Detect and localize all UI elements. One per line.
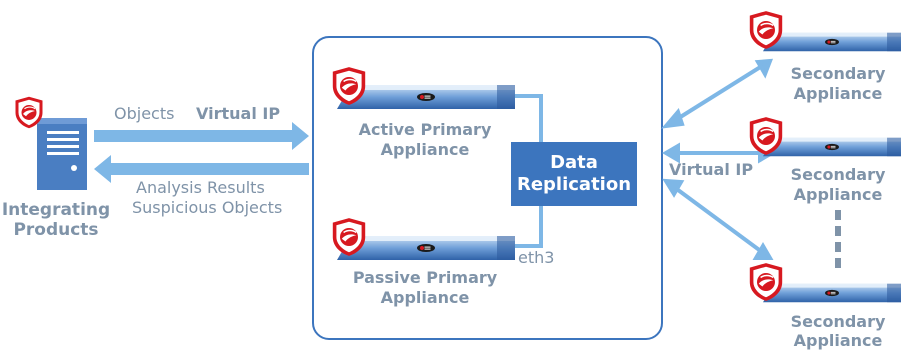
- results-arrow: [94, 155, 309, 183]
- data-replication-box: Data Replication: [511, 142, 637, 206]
- secondary-appliance-label: Secondary Appliance: [791, 165, 886, 205]
- active-primary-line2: Appliance: [380, 140, 470, 159]
- passive-primary-line1: Passive Primary: [352, 268, 498, 287]
- suspicious-objects-label: Suspicious Objects: [132, 198, 283, 217]
- virtual-ip-label-right: Virtual IP: [669, 160, 754, 179]
- objects-arrow: [94, 122, 309, 150]
- secondary-line2: Appliance: [793, 185, 883, 204]
- secondary-line1: Secondary: [790, 64, 886, 83]
- analysis-results-label: Analysis Results: [136, 178, 265, 197]
- integrating-products-label: Integrating Products: [2, 200, 110, 240]
- passive-primary-label: Passive Primary Appliance: [353, 268, 497, 308]
- secondary-appliance-icon: [763, 32, 901, 52]
- virtual-ip-label-left: Virtual IP: [196, 104, 281, 123]
- active-primary-line1: Active Primary: [358, 120, 492, 139]
- secondary-line1: Secondary: [790, 312, 886, 331]
- secondary-appliance-label: Secondary Appliance: [791, 64, 886, 104]
- secondary-line2: Appliance: [793, 331, 883, 350]
- replication-link-active: [515, 94, 543, 142]
- replication-line2: Replication: [516, 174, 632, 195]
- secondary-appliance-label: Secondary Appliance: [791, 312, 886, 350]
- secondary-line2: Appliance: [793, 84, 883, 103]
- cluster-boundary: [312, 36, 663, 340]
- eth3-label: eth3: [518, 248, 555, 267]
- replication-link-passive: [515, 206, 543, 248]
- secondary-appliance-icon: [763, 283, 901, 303]
- objects-label: Objects: [114, 104, 175, 123]
- secondary-appliance-icon: [763, 137, 901, 157]
- secondary-line1: Secondary: [790, 165, 886, 184]
- passive-primary-line2: Appliance: [380, 288, 470, 307]
- integrating-line1: Integrating: [1, 200, 111, 220]
- integrating-line2: Products: [13, 220, 99, 240]
- server-tower-icon: [37, 118, 87, 190]
- active-primary-label: Active Primary Appliance: [359, 120, 492, 160]
- replication-line1: Data: [550, 152, 598, 174]
- secondary-arrows: [661, 58, 776, 260]
